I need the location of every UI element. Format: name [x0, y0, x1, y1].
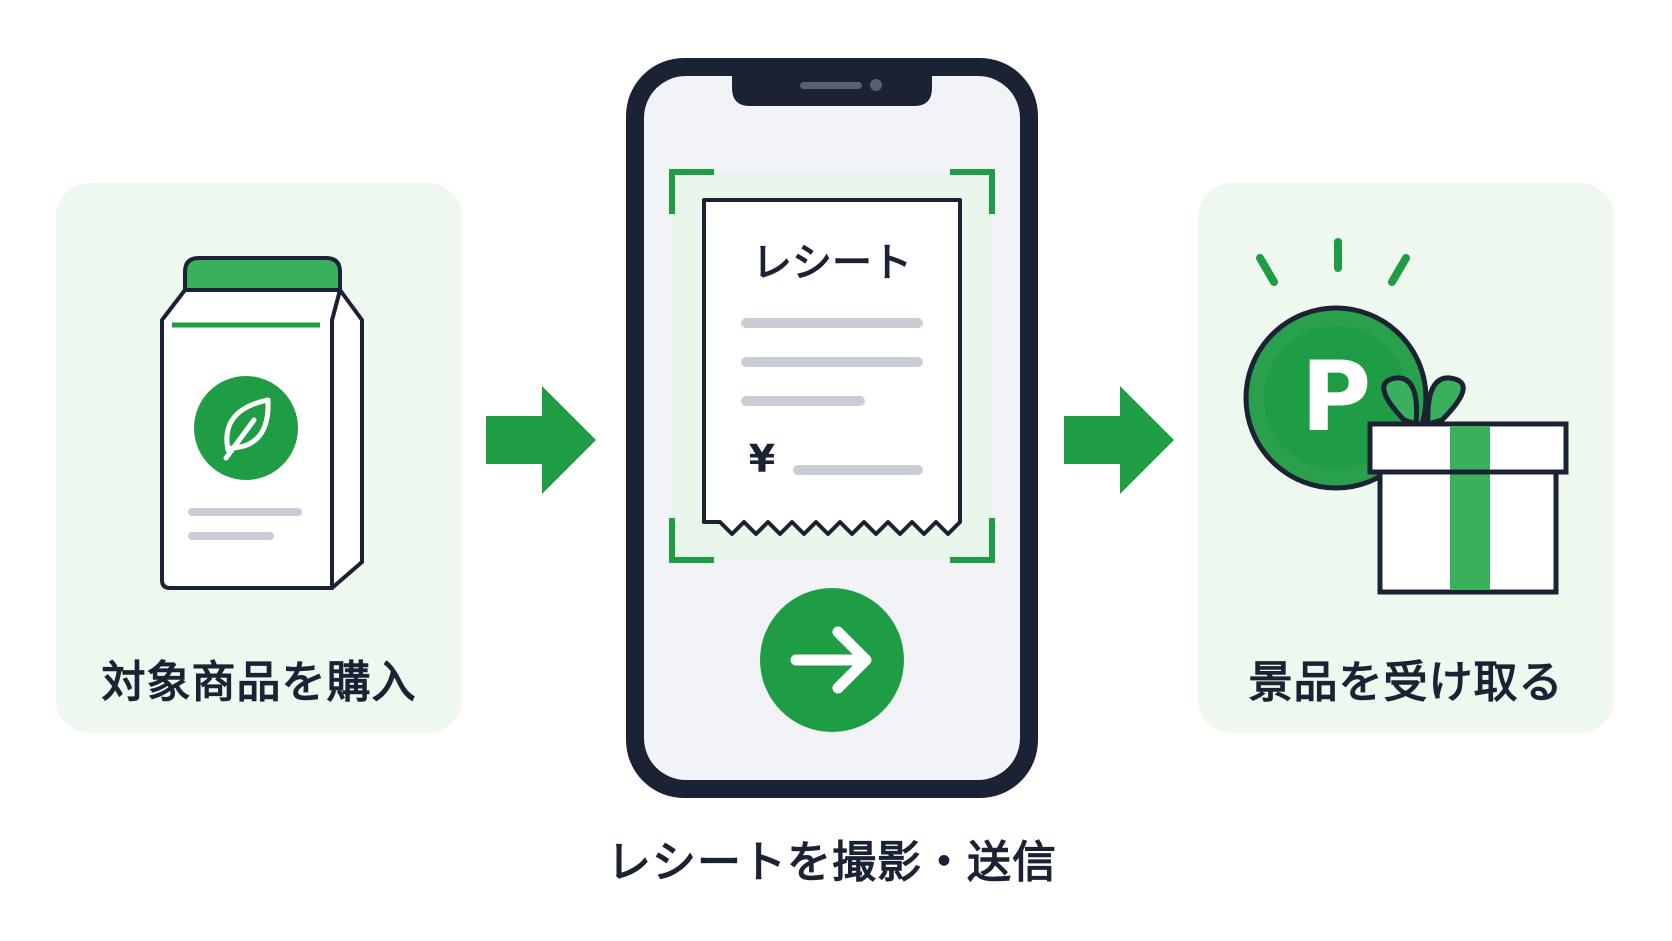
arrow-right-icon	[790, 626, 872, 694]
step-1-label: 対象商品を購入	[101, 657, 417, 708]
arrow-right-icon	[1064, 386, 1174, 494]
smartphone-receipt-icon: レシート ¥	[626, 58, 1038, 798]
step-2-label: レシートを撮影・送信	[607, 837, 1057, 888]
points-letter: P	[1301, 341, 1371, 453]
arrow-right-icon	[486, 386, 596, 494]
product-package-icon	[160, 256, 364, 590]
receipt-title: レシート	[752, 240, 912, 286]
receipt-yen-symbol: ¥	[749, 437, 775, 481]
step-3-label: 景品を受け取る	[1248, 657, 1564, 708]
send-button[interactable]	[760, 588, 904, 732]
gift-points-icon: P	[1243, 238, 1569, 595]
